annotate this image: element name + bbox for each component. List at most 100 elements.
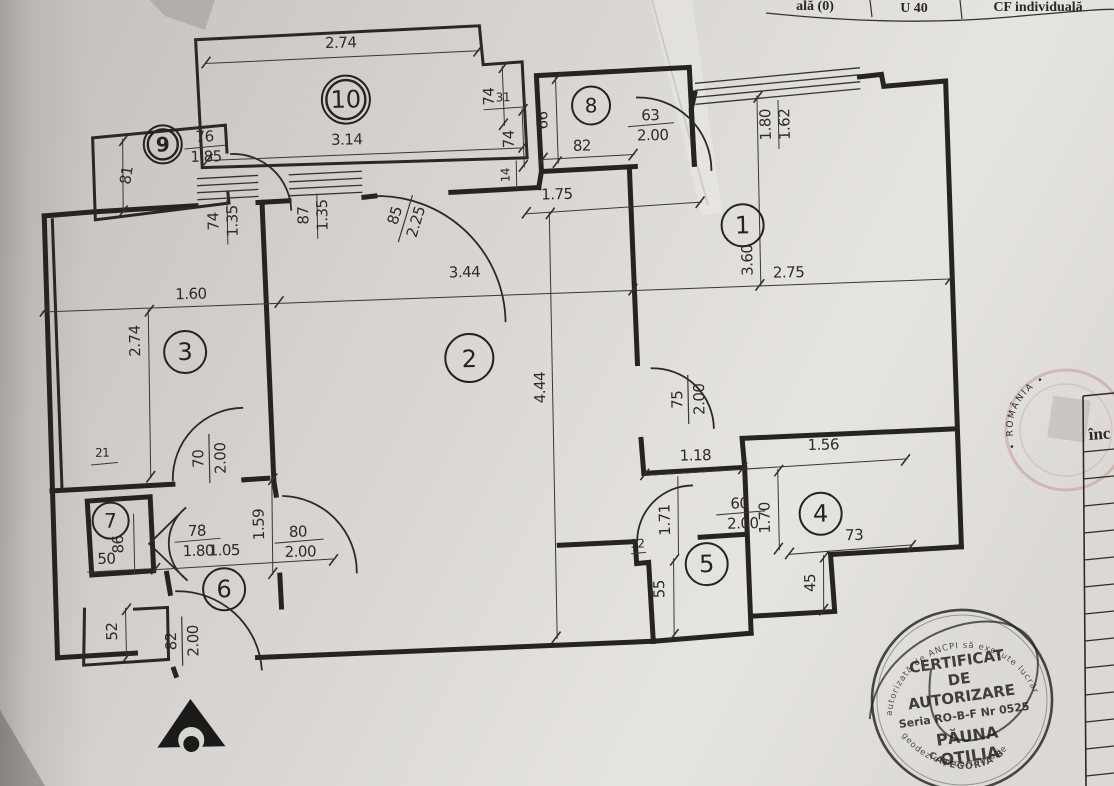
- room-label-3: 3: [177, 338, 193, 366]
- door-arcs: [147, 96, 715, 671]
- dim-balcony9-height: 81: [116, 165, 137, 186]
- room-label-2: 2: [461, 345, 477, 373]
- door7-height: 1.80: [182, 541, 214, 560]
- dim-step-55: 55: [650, 580, 668, 598]
- left-edge-shadow: [0, 0, 300, 786]
- door-fractions: 76 1.85 63 2.00 78 1.80 80 2.00 60 2.00: [182, 106, 759, 561]
- door-arc-balcony6: [175, 590, 263, 671]
- dim-room4-step-w: 73: [845, 526, 863, 544]
- door6-width: 80: [289, 522, 307, 540]
- room-label-7: 7: [104, 508, 117, 532]
- dim-room7-width: 50: [97, 550, 115, 568]
- balcony6-door-width: 82: [162, 632, 180, 650]
- door-arc-room7: [147, 506, 189, 582]
- dim-room10-bottom: 3.14: [331, 130, 363, 149]
- dim-balcony10-top: 2.74: [325, 33, 357, 52]
- dim-room4-left: 1.70: [755, 502, 774, 534]
- top-table-cell-3: CF individuală: [993, 0, 1082, 15]
- stamp-title-line2: DE: [947, 669, 972, 690]
- dim-window2-h: 1.35: [313, 199, 332, 231]
- dim-room8-height: 66: [533, 111, 551, 129]
- north-arrow-icon: [157, 698, 226, 753]
- dim-window2-w: 87: [294, 206, 312, 224]
- dimension-ticks: [39, 44, 955, 664]
- stamp-signature: [868, 620, 1039, 742]
- door9-width: 76: [195, 127, 213, 145]
- room-label-5: 5: [699, 550, 715, 578]
- floor-plan-drawing: 2.74 3.14 31 82 1.75 1.60 3.44 2.75 1.18…: [39, 24, 965, 753]
- dim-74a: 74: [480, 87, 498, 105]
- dim-step-31: 31: [496, 90, 511, 104]
- door-arc-room1: [650, 367, 715, 429]
- top-table-cell-2: U 40: [900, 1, 928, 16]
- dim-window1-w: 1.80: [756, 109, 775, 141]
- balcony6-door-height: 2.00: [184, 625, 203, 657]
- dim-room2-width: 3.44: [449, 263, 481, 282]
- paper-crease-line: [651, 0, 709, 206]
- door-arc-room5: [636, 484, 693, 542]
- dim-room1-width: 2.75: [773, 263, 805, 282]
- door8-width: 63: [641, 106, 659, 124]
- room-label-8: 8: [584, 93, 597, 117]
- paper-crease-highlight: [650, 0, 722, 216]
- door9-height: 1.85: [190, 147, 222, 166]
- top-table-cell-1: ală (0): [796, 0, 834, 14]
- door-arc-balcony10: [373, 195, 507, 323]
- dimension-labels-vertical: 74 74 66 81 3.60 2.74 4.44 14 1.59 1.71 …: [103, 87, 820, 640]
- dim-balcony52-height: 52: [103, 622, 121, 640]
- dim-window3-h: 1.35: [223, 205, 242, 237]
- door3-width: 70: [189, 450, 207, 468]
- walls-thick: [41, 64, 965, 679]
- door-arc-room9: [230, 153, 293, 211]
- door8-height: 2.00: [637, 126, 669, 145]
- dim-hall6-height: 1.59: [249, 509, 268, 541]
- top-table-strip: ală (0) U 40 CF individuală: [765, 0, 1114, 22]
- room-label-1: 1: [735, 211, 751, 239]
- room-label-6: 6: [216, 575, 232, 603]
- stamp-emblem-blob: [1047, 395, 1091, 443]
- dimension-lines: [41, 50, 953, 659]
- dim-hall6-width: 1.05: [208, 541, 240, 560]
- dim-room8-width: 82: [573, 136, 591, 154]
- door1-height: 2.00: [690, 383, 709, 415]
- room-circles: [91, 74, 843, 612]
- window-hatches: [196, 67, 861, 201]
- dim-room5-height: 1.71: [655, 504, 674, 536]
- dim-room1-height: 3.60: [738, 244, 757, 276]
- dim-step-21: 21: [95, 446, 110, 460]
- dim-window1-h: 1.62: [775, 109, 794, 141]
- door3-height: 2.00: [211, 442, 230, 474]
- door5-width: 60: [730, 494, 748, 512]
- door2-width: 85: [384, 204, 406, 227]
- top-left-shadow: [150, 0, 215, 30]
- dim-room7-height: 86: [109, 535, 127, 553]
- room-label-4: 4: [813, 500, 829, 528]
- room-numbers: 1 2 3 4 5 6 7 8 9 10: [104, 85, 829, 603]
- room-label-9: 9: [156, 132, 170, 156]
- side-table-header: înc: [1087, 423, 1111, 444]
- side-table: înc: [1082, 392, 1114, 786]
- dim-step-14: 14: [498, 168, 512, 183]
- dim-room2-height: 4.44: [531, 372, 550, 404]
- dim-room3-height: 2.74: [126, 325, 145, 357]
- dim-step-12: 12: [630, 536, 645, 550]
- room-label-10: 10: [330, 85, 361, 114]
- balcony6-door-fraction: 82 2.00: [162, 616, 203, 666]
- door6-height: 2.00: [284, 542, 316, 561]
- door1-fraction: 75 2.00: [668, 374, 709, 425]
- dim-window3-w: 74: [204, 212, 222, 230]
- dimension-labels-horizontal: 2.74 3.14 31 82 1.75 1.60 3.44 2.75 1.18…: [95, 33, 863, 568]
- door3-fraction: 70 2.00: [189, 433, 230, 484]
- dim-room4-step-h: 45: [801, 574, 819, 592]
- bottom-left-shadow: [0, 710, 45, 786]
- dim-room3-width: 1.60: [175, 285, 207, 304]
- door7-width: 78: [188, 522, 206, 540]
- door-arc-room8: [635, 96, 713, 171]
- door-arc-room3: [171, 406, 244, 482]
- dim-hall-156: 1.56: [807, 435, 839, 454]
- dim-74b: 74: [500, 130, 518, 148]
- door5-height: 2.00: [727, 514, 759, 533]
- dim-hall-118: 1.18: [680, 446, 712, 465]
